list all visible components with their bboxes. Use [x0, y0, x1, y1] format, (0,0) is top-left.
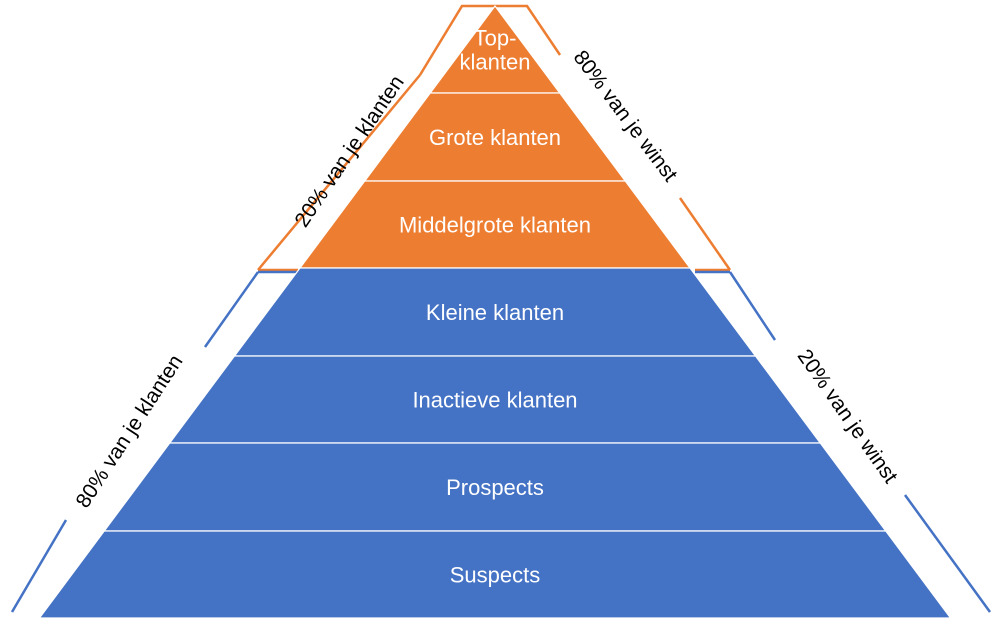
pyramid-layer-7-label: Suspects	[450, 563, 541, 588]
pyramid-layer-6-label: Prospects	[446, 475, 544, 500]
upper-left-bracket-line	[257, 74, 421, 271]
lower-left-bracket-line-upper	[203, 271, 260, 348]
upper-right-bracket-line	[678, 197, 732, 271]
pyramid-layer-2-label: Grote klanten	[429, 125, 561, 150]
pyramid-layer-1-label: Top-	[474, 26, 517, 51]
lower-right-bracket-line	[903, 494, 992, 613]
lower-left-bracket-line	[10, 519, 68, 613]
pyramid-layer-3-label: Middelgrote klanten	[399, 213, 591, 238]
lower-right-bracket-line-upper	[728, 271, 777, 341]
pyramid-layer-5-label: Inactieve klanten	[412, 388, 577, 413]
pyramid-layer-1-label: klanten	[460, 50, 531, 75]
pyramid-layer-7	[38, 530, 952, 619]
pyramid-layer-4-label: Kleine klanten	[426, 300, 564, 325]
